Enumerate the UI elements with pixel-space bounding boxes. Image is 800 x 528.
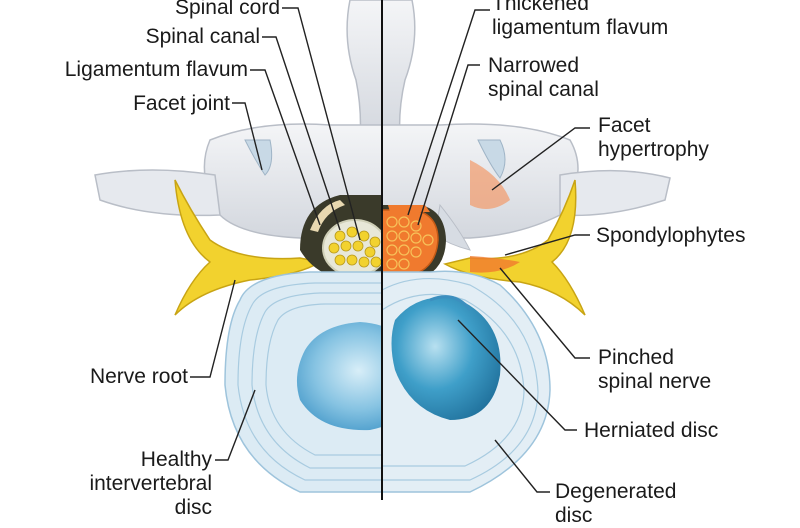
label-thickened-ligamentum-flavum: Thickened ligamentum flavum — [492, 0, 668, 40]
label-spondylophytes: Spondylophytes — [596, 224, 745, 248]
intervertebral-disc — [225, 271, 550, 492]
label-pinched-spinal-nerve: Pinched spinal nerve — [598, 346, 711, 394]
label-spinal-canal: Spinal canal — [100, 25, 260, 49]
spine-diagram: Spinal cord Spinal canal Ligamentum flav… — [0, 0, 800, 500]
label-spinal-cord: Spinal cord — [140, 0, 280, 20]
label-facet-hypertrophy: Facet hypertrophy — [598, 114, 709, 162]
label-degenerated-disc: Degenerated disc — [555, 480, 676, 528]
label-healthy-disc: Healthy intervertebral disc — [60, 448, 212, 520]
label-ligamentum-flavum: Ligamentum flavum — [20, 58, 248, 82]
label-herniated-disc: Herniated disc — [584, 419, 718, 443]
label-narrowed-spinal-canal: Narrowed spinal canal — [488, 54, 599, 102]
label-facet-joint: Facet joint — [90, 92, 230, 116]
label-nerve-root: Nerve root — [40, 365, 188, 389]
